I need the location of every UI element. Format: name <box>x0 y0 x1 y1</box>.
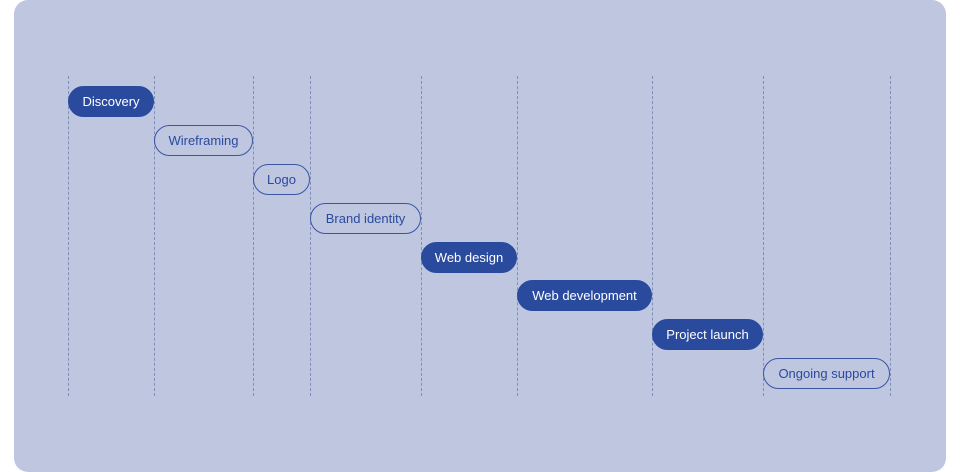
timeline-gridline <box>154 76 155 396</box>
phase-brand-identity: Brand identity <box>310 203 421 234</box>
phase-ongoing-support: Ongoing support <box>763 358 890 389</box>
phase-project-launch: Project launch <box>652 319 763 350</box>
timeline-gridline <box>763 76 764 396</box>
timeline-gridline <box>652 76 653 396</box>
phase-logo: Logo <box>253 164 310 195</box>
timeline-gridline <box>421 76 422 396</box>
timeline-card <box>14 0 946 472</box>
timeline-gridline <box>68 76 69 396</box>
phase-web-development: Web development <box>517 280 652 311</box>
phase-wireframing: Wireframing <box>154 125 253 156</box>
timeline-gridline <box>310 76 311 396</box>
timeline-gridline <box>517 76 518 396</box>
timeline-gridline <box>890 76 891 396</box>
phase-discovery: Discovery <box>68 86 154 117</box>
phase-web-design: Web design <box>421 242 517 273</box>
timeline-gridline <box>253 76 254 396</box>
